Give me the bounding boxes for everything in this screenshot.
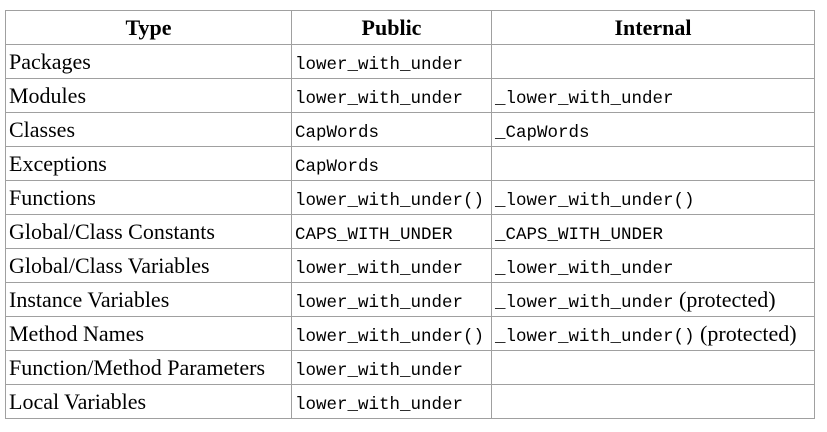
public-name: lower_with_under [295,88,464,109]
internal-name: _lower_with_under() [495,190,695,211]
public-name: CapWords [295,122,380,143]
cell-public: lower_with_under [291,384,492,419]
internal-name: _lower_with_under [495,292,674,313]
internal-name: _CAPS_WITH_UNDER [495,224,664,245]
cell-internal: _CAPS_WITH_UNDER [491,214,815,249]
cell-internal: _lower_with_under() (protected) [491,316,815,351]
cell-type: Exceptions [5,146,292,181]
cell-public: lower_with_under [291,248,492,283]
public-name: lower_with_under [295,292,464,313]
cell-type: Global/Class Variables [5,248,292,283]
cell-internal [491,44,815,79]
cell-internal: _CapWords [491,112,815,147]
public-name: lower_with_under [295,360,464,381]
cell-public: lower_with_under [291,44,492,79]
cell-type: Instance Variables [5,282,292,317]
cell-internal: _lower_with_under() [491,180,815,215]
internal-name: _lower_with_under() [495,326,695,347]
cell-internal: _lower_with_under [491,78,815,113]
cell-type: Packages [5,44,292,79]
internal-note: (protected) [694,320,797,346]
cell-type: Function/Method Parameters [5,350,292,385]
header-public: Public [291,10,492,45]
cell-type: Local Variables [5,384,292,419]
internal-note: (protected) [673,286,776,312]
cell-public: lower_with_under [291,282,492,317]
cell-type: Modules [5,78,292,113]
cell-internal [491,350,815,385]
cell-type: Functions [5,180,292,215]
cell-type: Global/Class Constants [5,214,292,249]
public-name: CAPS_WITH_UNDER [295,224,453,245]
cell-internal: _lower_with_under (protected) [491,282,815,317]
cell-internal [491,384,815,419]
cell-public: lower_with_under() [291,316,492,351]
cell-public: lower_with_under() [291,180,492,215]
public-name: lower_with_under [295,394,464,415]
cell-public: CAPS_WITH_UNDER [291,214,492,249]
cell-public: CapWords [291,112,492,147]
public-name: CapWords [295,156,380,177]
internal-name: _lower_with_under [495,258,674,279]
public-name: lower_with_under [295,54,464,75]
header-internal: Internal [491,10,815,45]
cell-public: CapWords [291,146,492,181]
header-type: Type [5,10,292,45]
cell-internal [491,146,815,181]
internal-name: _lower_with_under [495,88,674,109]
public-name: lower_with_under() [295,190,485,211]
header-row: Type Public Internal [5,10,815,45]
public-name: lower_with_under() [295,326,485,347]
cell-public: lower_with_under [291,78,492,113]
public-name: lower_with_under [295,258,464,279]
cell-public: lower_with_under [291,350,492,385]
cell-type: Classes [5,112,292,147]
cell-type: Method Names [5,316,292,351]
internal-name: _CapWords [495,122,590,143]
cell-internal: _lower_with_under [491,248,815,283]
